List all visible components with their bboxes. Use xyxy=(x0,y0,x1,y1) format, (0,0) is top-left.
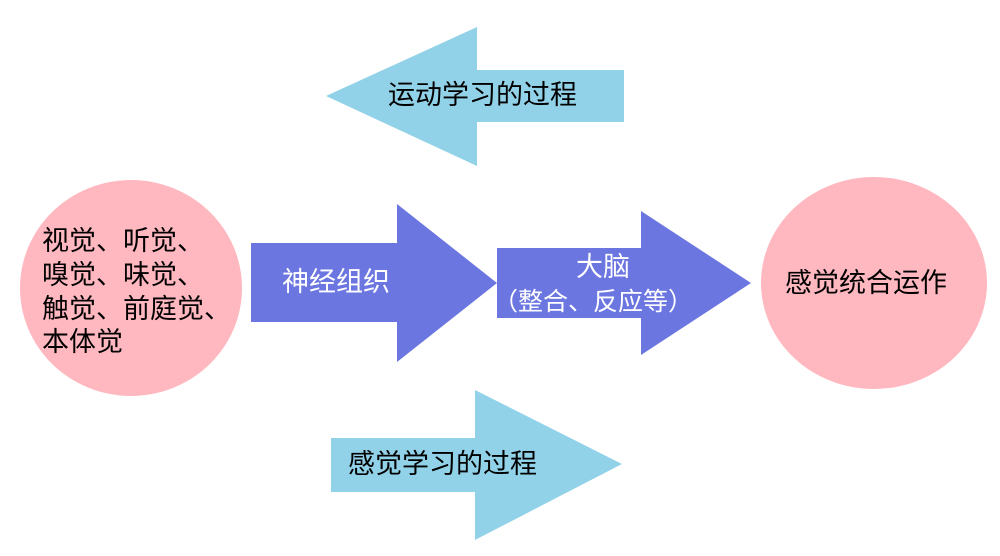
senses-list: 视觉、听觉、 嗅觉、味觉、 触觉、前庭觉、 本体觉 xyxy=(42,225,231,360)
brain-sublabel: （整合、反应等） xyxy=(493,287,694,316)
senses-line-2: 嗅觉、味觉、 xyxy=(42,259,204,291)
sensory-learning-arrow xyxy=(331,390,622,540)
senses-line-3: 触觉、前庭觉、 xyxy=(42,293,231,325)
sensory-integration-label: 感觉统合运作 xyxy=(785,268,947,299)
brain-label: 大脑 xyxy=(576,252,630,283)
motor-learning-arrow xyxy=(326,27,624,166)
senses-line-4: 本体觉 xyxy=(42,327,123,359)
motor-learning-label: 运动学习的过程 xyxy=(388,80,577,111)
nerve-tissue-label: 神经组织 xyxy=(282,267,390,298)
senses-line-1: 视觉、听觉、 xyxy=(42,226,204,257)
senses-circle xyxy=(20,180,242,396)
brain-arrow xyxy=(497,211,751,355)
nerve-tissue-arrow xyxy=(251,204,497,362)
sensory-integration-circle xyxy=(761,177,987,389)
sensory-learning-label: 感觉学习的过程 xyxy=(348,449,537,480)
